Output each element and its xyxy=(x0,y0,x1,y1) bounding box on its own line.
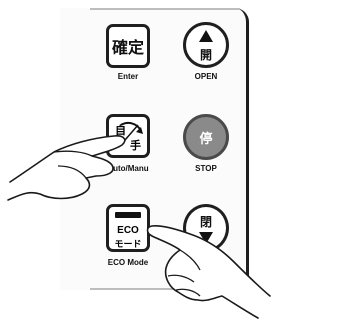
illustration: 確定 Enter 開 OPEN 自 手 Auto/Manu 停 STOP ECO… xyxy=(0,0,341,322)
right-pointing-hand-icon xyxy=(0,0,341,322)
